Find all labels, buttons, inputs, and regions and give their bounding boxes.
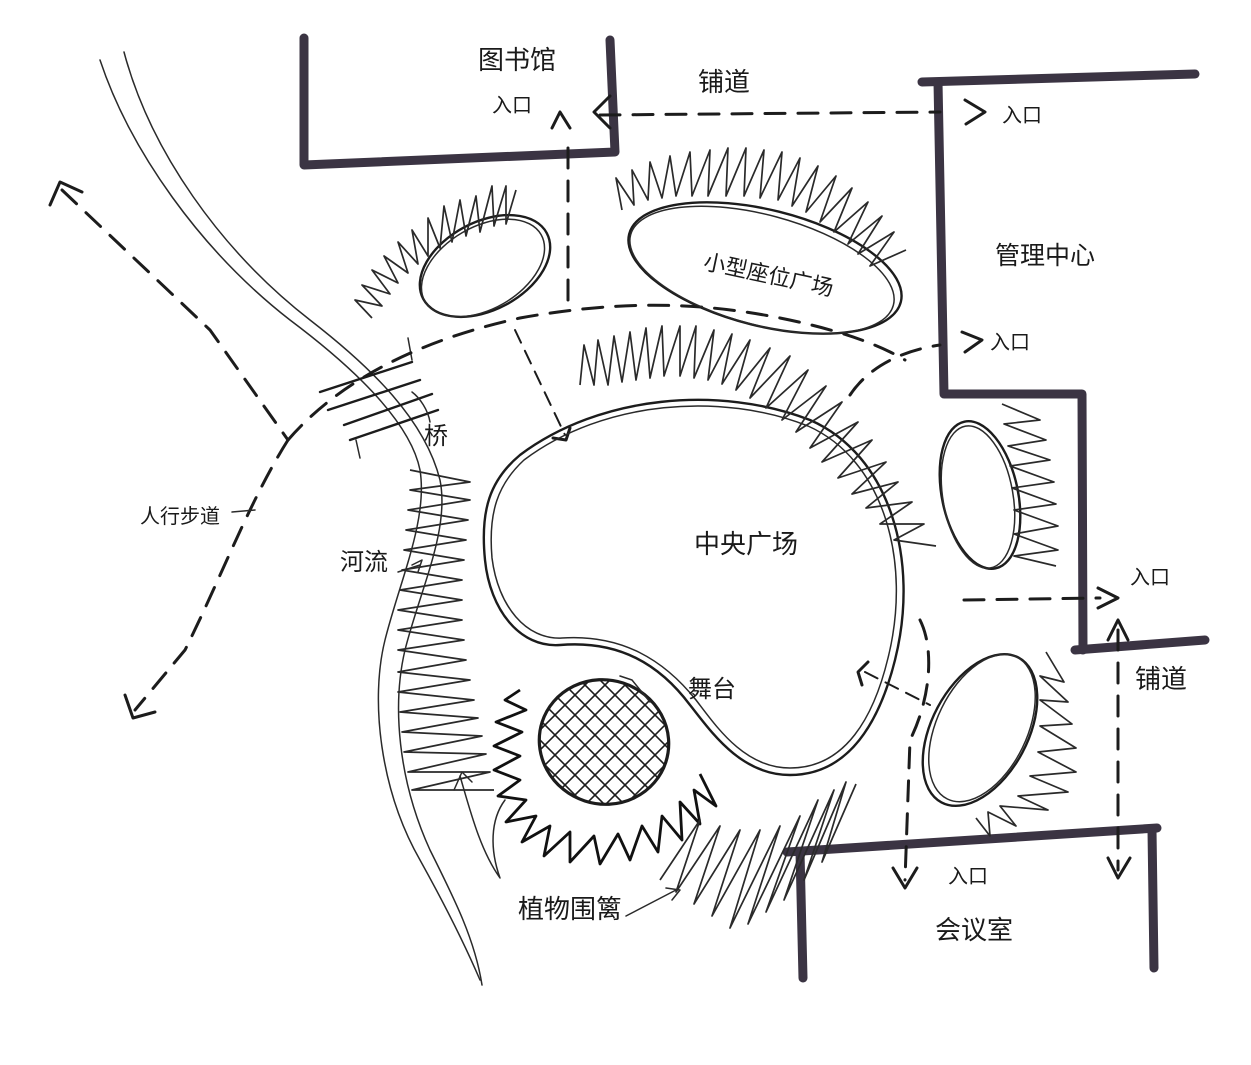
pedestrian-path	[60, 188, 907, 712]
label-bridge: 桥	[424, 422, 448, 450]
right-upper-oval	[938, 420, 1022, 570]
plaza-spur-path	[514, 329, 566, 436]
label-river: 河流	[340, 548, 388, 576]
hedges	[354, 147, 1077, 929]
right-link-path	[864, 596, 1120, 882]
label-entrance-mgmt-lower: 入口	[990, 330, 1030, 354]
label-entrance-right: 入口	[1130, 565, 1170, 589]
label-library: 图书馆	[478, 46, 557, 76]
meeting-room-walls	[782, 823, 1162, 983]
label-plant-border: 植物围篱	[518, 895, 623, 925]
stage	[523, 662, 685, 822]
management-center-walls	[917, 69, 1200, 655]
central-plaza-outline	[482, 398, 905, 777]
arrow-heads	[48, 94, 1132, 890]
label-central-plaza: 中央广场	[694, 530, 799, 560]
label-meeting-room: 会议室	[935, 916, 1014, 946]
label-management-center: 管理中心	[995, 241, 1096, 270]
library-link-path	[566, 110, 942, 302]
label-pedestrian-path: 人行步道	[140, 504, 220, 528]
small-seating-plaza-outline	[627, 201, 903, 335]
label-entrance-top-right: 入口	[1002, 103, 1042, 127]
leader-lines	[231, 509, 681, 917]
label-paved-road-top: 铺道	[698, 68, 751, 98]
label-stage: 舞台	[688, 675, 736, 703]
paved-road-right-walls	[1070, 635, 1210, 655]
library-walls	[299, 33, 620, 170]
right-lower-oval	[921, 652, 1039, 808]
label-entrance-bottom: 入口	[948, 864, 988, 888]
management-link-path	[848, 343, 942, 397]
label-paved-road-right: 铺道	[1135, 665, 1188, 695]
label-entrance-library: 入口	[492, 93, 532, 117]
